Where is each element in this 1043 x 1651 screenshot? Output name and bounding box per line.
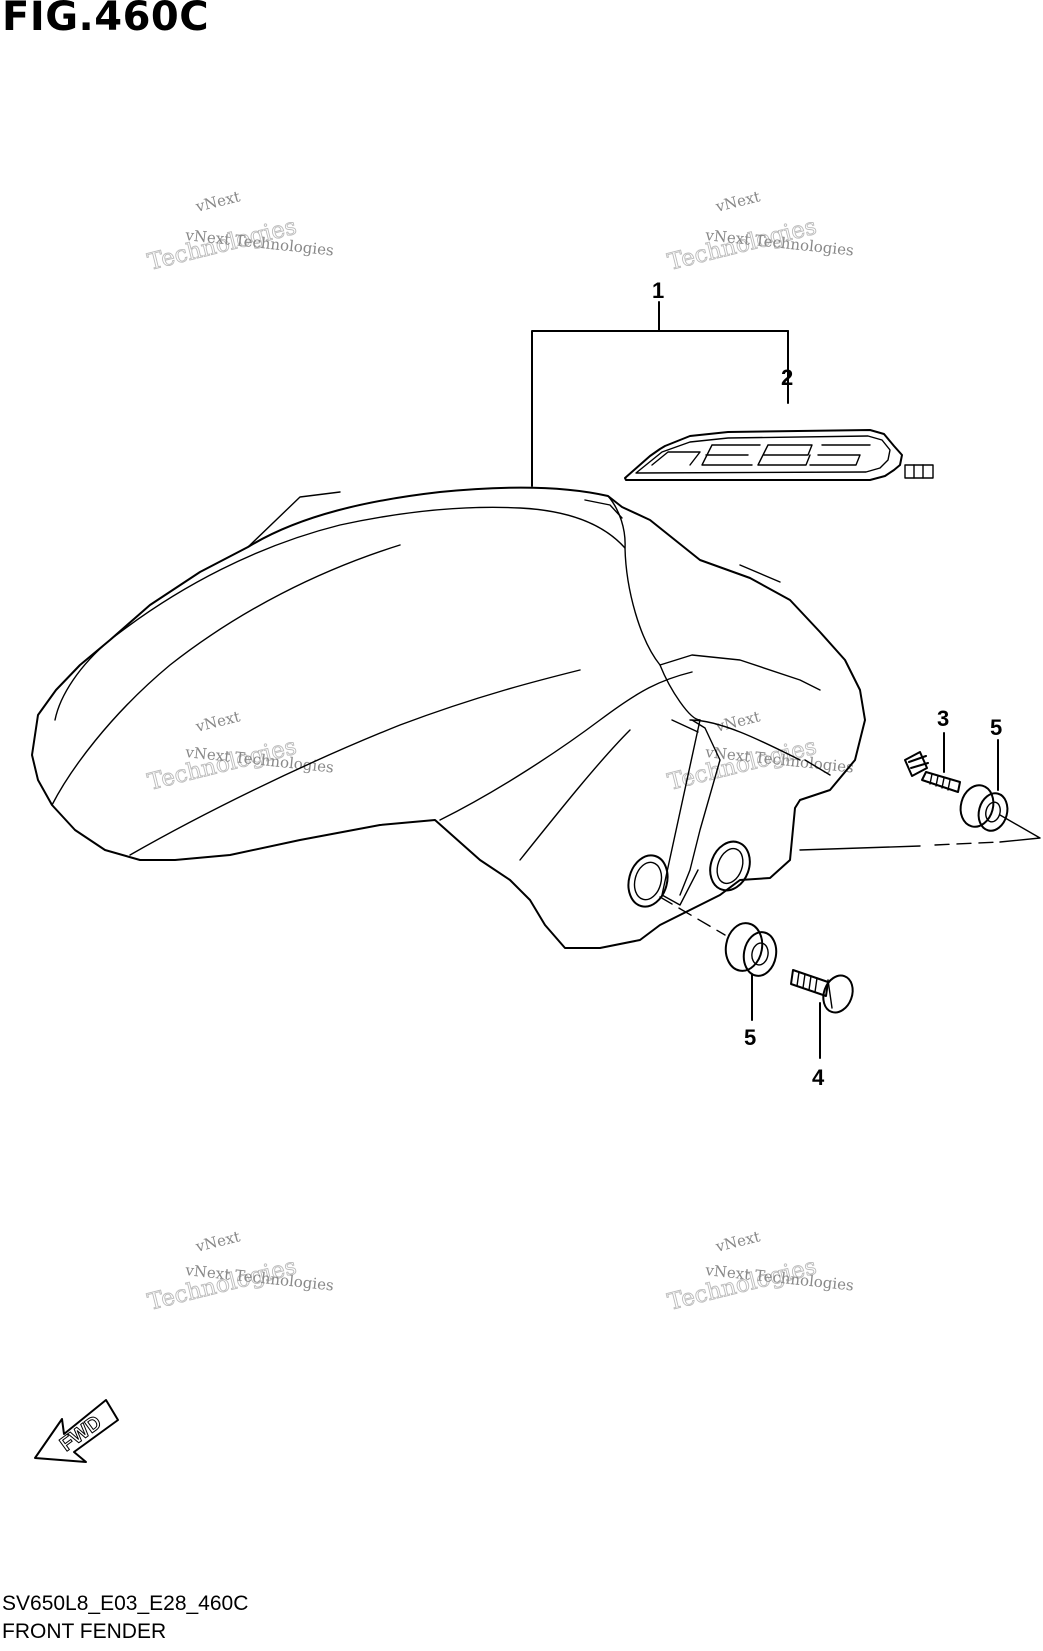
front-fender [31,486,866,949]
fender-mount-hole [709,840,751,892]
assembly-line-right [799,845,921,851]
abs-emblem [624,429,934,481]
assembly-line-right-dash [934,841,1001,846]
callout-5-right: 5 [990,715,1002,740]
callout-1: 1 [652,278,664,303]
screw-part-4 [790,969,854,1014]
svg-text:vNext: vNext [193,1227,242,1256]
grommet-part-5-right [959,784,1009,832]
svg-text:vNext: vNext [193,707,242,736]
callout-4: 4 [812,1065,825,1090]
figure-code: SV650L8_E03_E28_460C [2,1592,249,1615]
watermark: Technologies vNext [665,187,820,276]
fender-mount-hole [627,854,669,908]
fwd-label: FWD [56,1411,106,1456]
watermark: Technologies vNext [145,187,300,276]
callout-3: 3 [937,706,949,731]
fig-title: FIG.460C [2,0,210,40]
callout-2: 2 [781,365,793,390]
callout-5-bottom: 5 [744,1025,756,1050]
svg-text:vNext: vNext [713,1227,762,1256]
bolt-part-3 [904,751,961,793]
fwd-arrow-icon: FWD [34,1399,119,1463]
grommet-part-5-bottom [724,922,778,977]
assembly-line-bottom [659,896,726,936]
assembly-line-right-end [999,814,1041,843]
svg-text:vNext: vNext [193,187,242,216]
figure-name: FRONT FENDER [2,1620,167,1643]
svg-text:vNext: vNext [713,187,762,216]
leader-line-1 [531,330,789,487]
